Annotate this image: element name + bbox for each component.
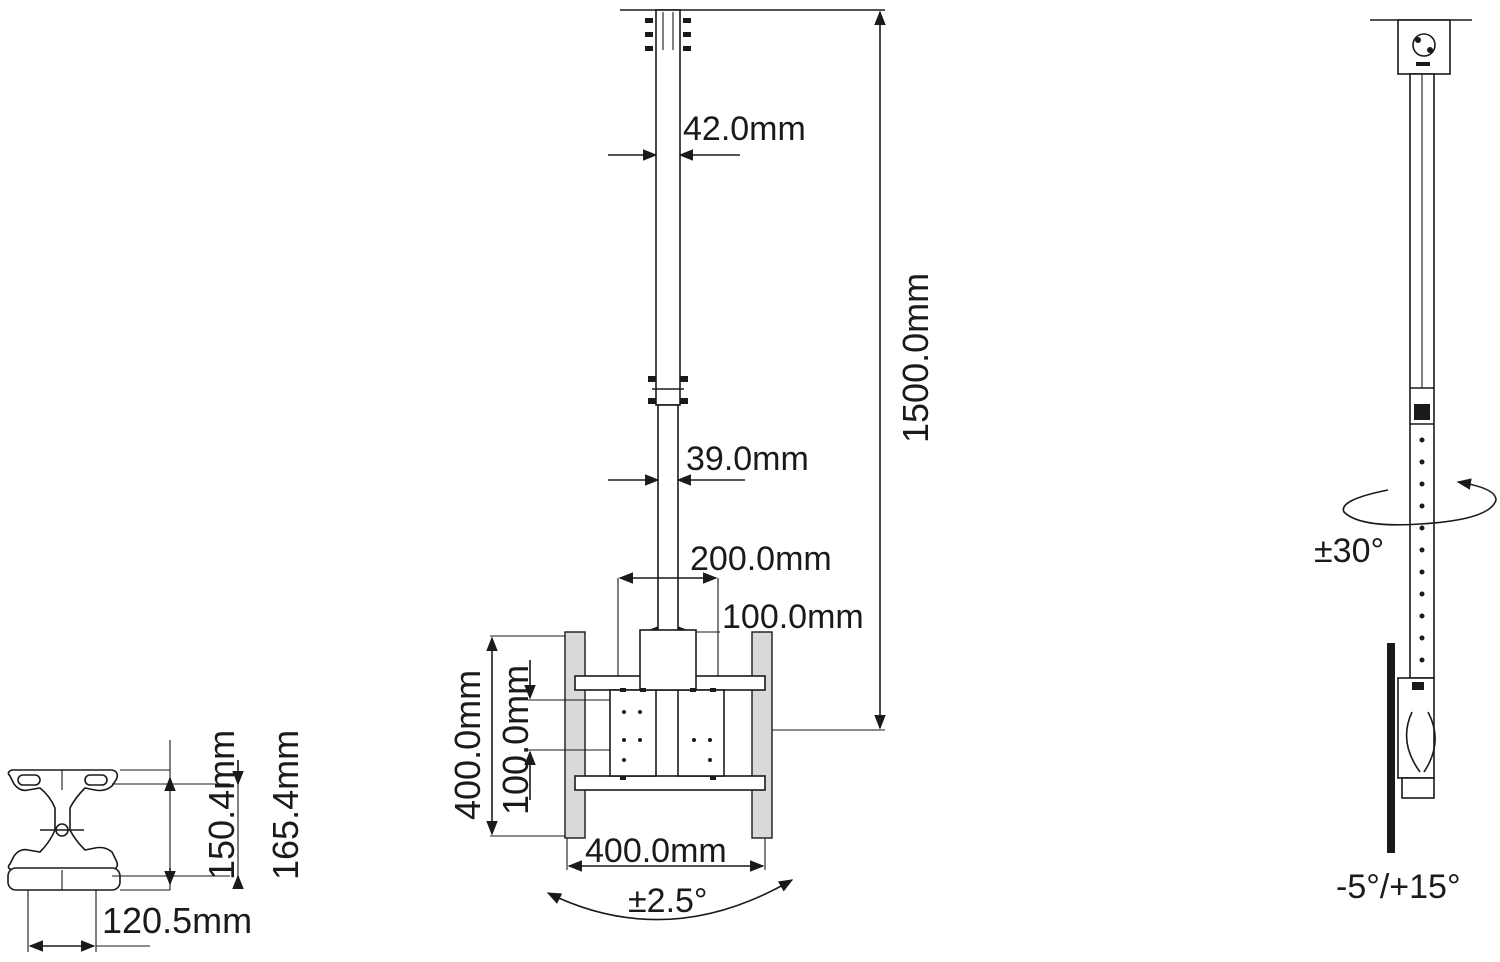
upper-pole [655, 9, 681, 406]
front-view: 42.0mm 39.0mm 1500.0mm 200.0mm 100.0mm [447, 9, 936, 921]
ceiling-mount-bolt [1412, 33, 1436, 57]
side-rail-left [564, 631, 586, 839]
tilt-base [1401, 777, 1435, 799]
bracket-slot-2 [84, 774, 108, 786]
label-plate-tilt: ±2.5° [628, 882, 708, 920]
label-tilt-angle: -5°/+15° [1336, 868, 1461, 906]
label-total-height: 1500.0mm [895, 273, 936, 443]
bracket-side-view: 150.4mm 165.4mm 120.5mm [7, 730, 306, 952]
pole-adjustment-holes [1419, 437, 1425, 663]
label-swivel-angle: ±30° [1314, 532, 1384, 570]
label-pole-lower-width: 39.0mm [686, 440, 809, 478]
side-view: ±30° -5°/+15° [1314, 19, 1497, 906]
label-vesa-inner-h: 100.0mm [722, 598, 864, 636]
side-rail-right [751, 631, 773, 839]
tilt-head [1397, 677, 1435, 779]
bracket-top-plate [7, 769, 119, 871]
label-bracket-height-inner: 150.4mm [201, 730, 242, 880]
plate-bottom-bar [574, 775, 766, 791]
bracket-bottom-plate [7, 867, 121, 891]
label-vesa-outer-h: 200.0mm [690, 540, 832, 578]
plate-hub [639, 629, 697, 691]
bracket-slot-1 [17, 774, 41, 786]
plate-center-right [677, 689, 725, 777]
plate-center-left [609, 689, 657, 777]
label-bracket-height-outer: 165.4mm [265, 730, 306, 880]
tilt-plate [1387, 643, 1395, 853]
label-bracket-width: 120.5mm [102, 900, 252, 941]
label-pole-upper-width: 42.0mm [683, 110, 806, 148]
label-vesa-vertical-large: 400.0mm [447, 670, 488, 820]
label-plate-width: 400.0mm [585, 832, 727, 870]
label-vesa-vertical-small: 100.0mm [495, 665, 536, 815]
